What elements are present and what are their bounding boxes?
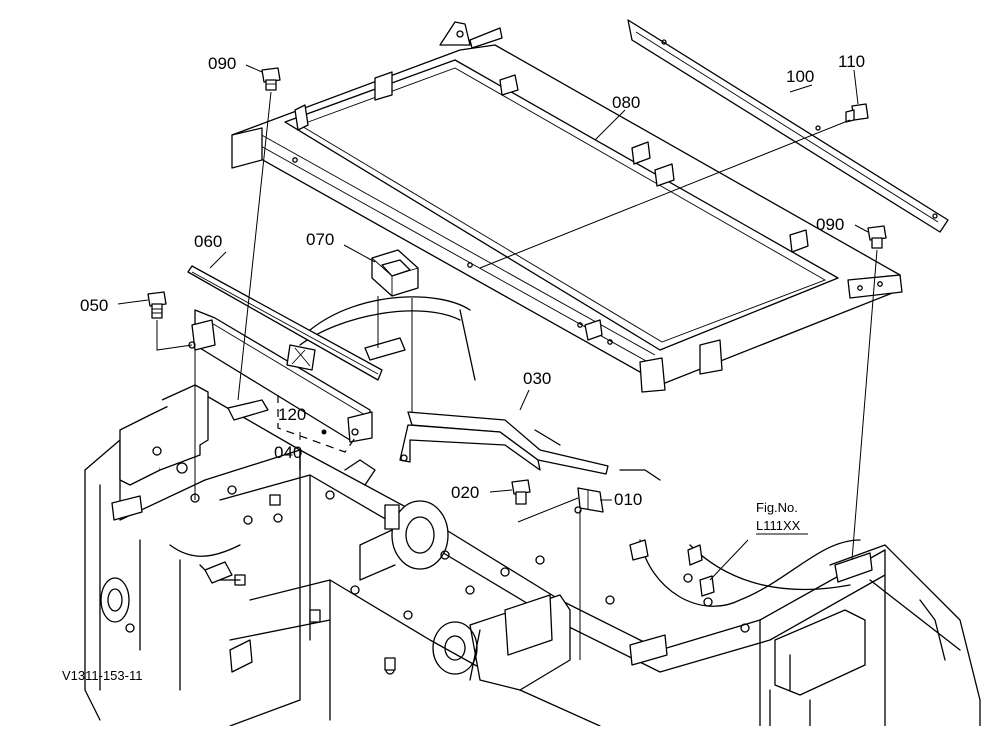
- part-010-bracket: [574, 487, 604, 514]
- part-080-frame: [231, 21, 903, 393]
- callout-040: 040: [274, 443, 302, 462]
- part-060-strip: [187, 265, 383, 381]
- callout-030: 030: [523, 369, 551, 388]
- bolt-090-right: [867, 225, 887, 249]
- bolt-090-left: [261, 67, 281, 91]
- callout-070: 070: [306, 230, 334, 249]
- callout-020: 020: [451, 483, 479, 502]
- bolt-020: [511, 479, 531, 505]
- part-030-bracket: [399, 411, 609, 475]
- callout-060: 060: [194, 232, 222, 251]
- callout-010: 010: [614, 490, 642, 509]
- fig-ref-number: L111XX: [756, 518, 801, 533]
- fig-ref-label: Fig.No.: [756, 500, 798, 515]
- callout-080: 080: [612, 93, 640, 112]
- bolt-110: [845, 103, 869, 123]
- callout-050: 050: [80, 296, 108, 315]
- machine-body: [84, 296, 981, 727]
- leader-lines: [117, 64, 878, 660]
- part-100-strip: [627, 19, 949, 233]
- figure-reference: Fig.No. L111XX: [756, 500, 808, 535]
- callout-100: 100: [786, 67, 814, 86]
- callout-090-right: 090: [816, 215, 844, 234]
- callout-090-left: 090: [208, 54, 236, 73]
- callout-labels: 090 110 100 080 090 060 070 050 030 120 …: [80, 52, 865, 509]
- diagram-code: V1311-153-11: [62, 668, 142, 683]
- part-070-block: [364, 249, 419, 361]
- callout-120: 120: [278, 405, 306, 424]
- callout-110: 110: [838, 52, 865, 71]
- bolt-050: [147, 291, 167, 319]
- part-040-bracket: [188, 309, 373, 453]
